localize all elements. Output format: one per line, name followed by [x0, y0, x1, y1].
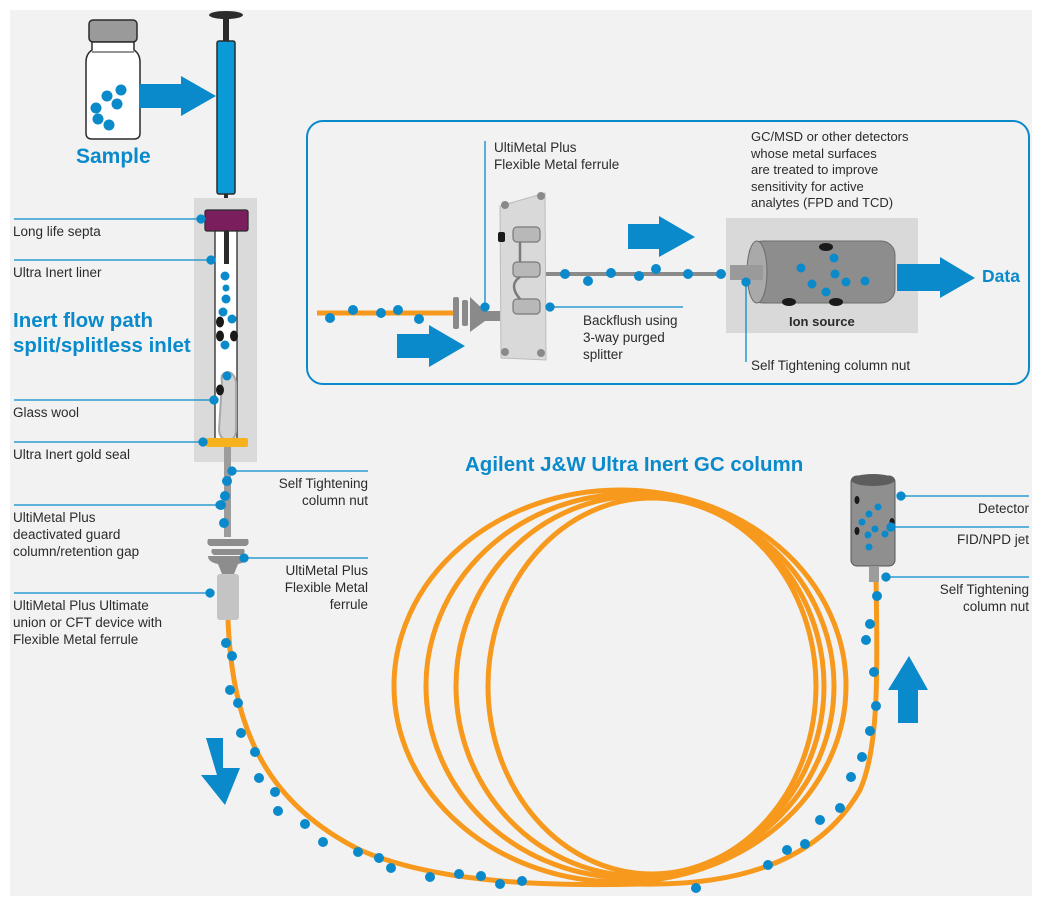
- label-union: UltiMetal Plus Ultimate union or CFT dev…: [13, 598, 163, 647]
- label-inlet-ferrule: UltiMetal Plus Flexible Metal ferrule: [284, 563, 368, 612]
- gc-column-coil: [225, 487, 880, 888]
- inlet-title: Inert flow path split/splitless inlet: [13, 309, 191, 357]
- data-output-label: Data: [982, 266, 1020, 286]
- label-ultra-inert-liner: Ultra Inert liner: [13, 265, 102, 280]
- syringe: [209, 11, 243, 210]
- sample-molecules: [90, 84, 127, 131]
- callout-lines-left: [14, 214, 368, 598]
- arrow-up-icon: [888, 656, 928, 723]
- label-guard-column: UltiMetal Plus deactivated guard column/…: [13, 510, 140, 559]
- sample-vial: [85, 19, 141, 140]
- fid-detector: [850, 474, 896, 582]
- arrow-right-icon: [897, 257, 975, 298]
- label-detector: Detector: [977, 501, 1029, 516]
- label-ion-source: Ion source: [789, 314, 855, 329]
- callout-lines-inset: [480, 141, 751, 362]
- gold-seal: [206, 438, 248, 447]
- label-glass-wool: Glass wool: [13, 405, 80, 420]
- arrow-right-icon: [628, 216, 695, 257]
- label-inset-ferrule: UltiMetal Plus Flexible Metal ferrule: [494, 140, 620, 172]
- label-detectors-note: GC/MSD or other detectors whose metal su…: [751, 129, 909, 210]
- label-backflush-splitter: Backflush using 3-way purged splitter: [583, 313, 678, 362]
- diagram-background: [10, 10, 1032, 896]
- septa: [204, 209, 249, 232]
- arrow-right-icon: [397, 325, 465, 367]
- column-title: Agilent J&W Ultra Inert GC column: [465, 453, 804, 476]
- callout-lines-detector: [881, 491, 1029, 582]
- label-gold-seal: Ultra Inert gold seal: [13, 447, 131, 462]
- label-inlet-column-nut: Self Tightening column nut: [278, 476, 368, 508]
- sample-title: Sample: [76, 145, 151, 168]
- analyte-molecules-column: [221, 591, 882, 893]
- msd-inset-panel: [306, 120, 1030, 385]
- label-long-life-septa: Long life septa: [13, 224, 101, 239]
- label-fid-npd-jet: FID/NPD jet: [956, 532, 1029, 547]
- inlet-body: [194, 198, 257, 537]
- arrow-right-icon: [139, 76, 216, 116]
- glass-wool: [217, 370, 237, 442]
- arrow-down-icon: [201, 738, 240, 805]
- label-detector-column-nut: Self Tightening column nut: [939, 582, 1029, 614]
- inlet-ferrule-union: [207, 539, 249, 620]
- msd-inset: [317, 192, 975, 367]
- label-inset-column-nut: Self Tightening column nut: [751, 358, 911, 373]
